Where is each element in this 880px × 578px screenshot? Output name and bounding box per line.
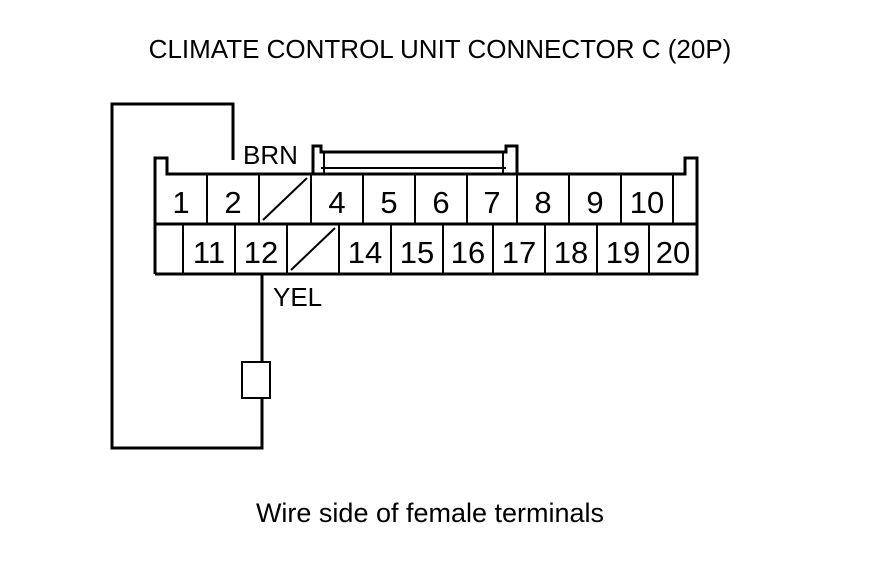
connector-body xyxy=(153,156,699,276)
pin-1: 1 xyxy=(172,185,189,220)
pin-16: 16 xyxy=(451,235,485,270)
pin-14: 14 xyxy=(348,235,382,270)
pin-12: 12 xyxy=(244,235,278,270)
pin-7: 7 xyxy=(483,185,500,220)
pin-8: 8 xyxy=(534,185,551,220)
diagram-title: CLIMATE CONTROL UNIT CONNECTOR C (20P) xyxy=(149,34,732,64)
connector-lock-tab xyxy=(311,144,519,174)
pin-18: 18 xyxy=(554,235,588,270)
unused-cavity-mark xyxy=(262,177,308,221)
caption: Wire side of female terminals xyxy=(256,498,604,528)
pin-4: 4 xyxy=(328,185,345,220)
wire-label-brn: BRN xyxy=(243,140,298,170)
component-box xyxy=(241,361,271,399)
pin-2: 2 xyxy=(224,185,241,220)
unused-cavity-mark xyxy=(290,227,336,271)
pin-17: 17 xyxy=(502,235,536,270)
pin-15: 15 xyxy=(400,235,434,270)
pin-11: 11 xyxy=(193,235,225,270)
pin-5: 5 xyxy=(380,185,397,220)
pin-20: 20 xyxy=(656,235,690,270)
pin-6: 6 xyxy=(432,185,449,220)
pin-10: 10 xyxy=(630,185,664,220)
pin-9: 9 xyxy=(586,185,603,220)
pin-19: 19 xyxy=(606,235,640,270)
jumper-wire xyxy=(110,102,271,450)
wire-label-yel: YEL xyxy=(273,282,322,312)
